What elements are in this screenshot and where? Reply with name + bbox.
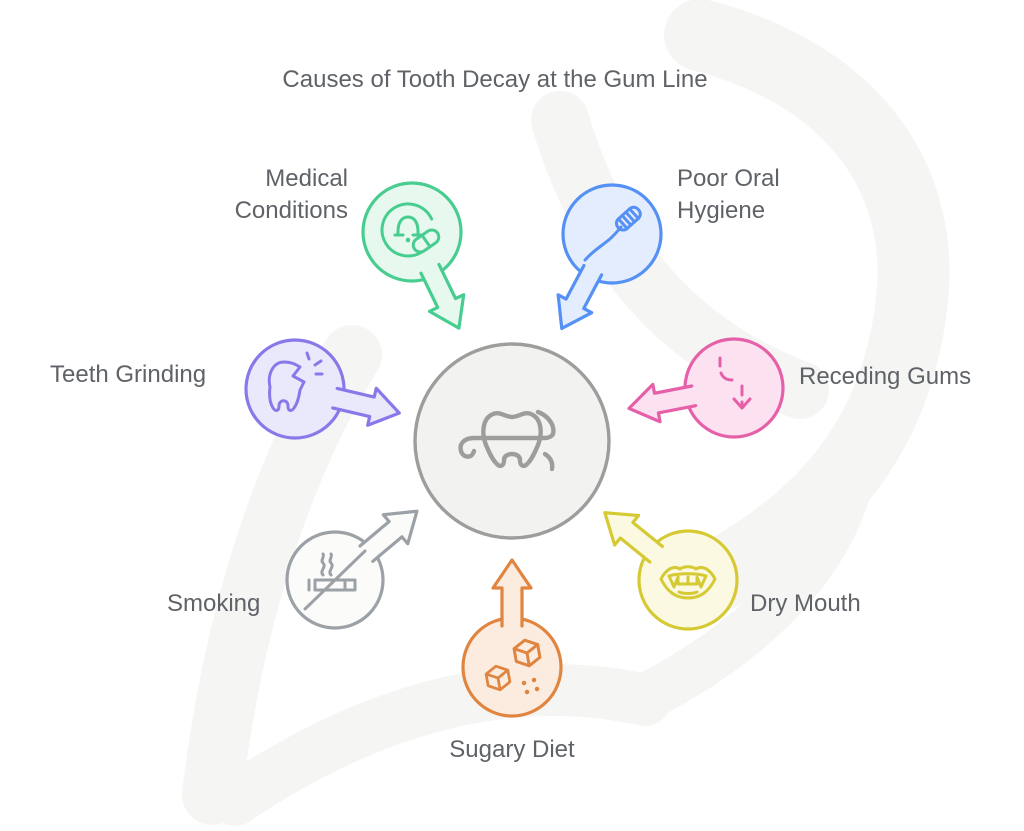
cracked-tooth-icon <box>267 351 324 412</box>
item-dry-mouth <box>603 511 739 631</box>
toothbrush-icon <box>583 205 642 262</box>
label-teeth-grinding: Teeth Grinding <box>50 361 207 388</box>
label-sugary-diet: Sugary Diet <box>449 736 575 763</box>
center-hub <box>413 342 611 540</box>
arrow-to-center <box>419 262 466 330</box>
label-poor-oral-hygiene: Poor Oral Hygiene <box>677 165 780 224</box>
item-receding-gums <box>627 337 785 439</box>
arrow-to-center <box>627 382 698 424</box>
label-smoking: Smoking <box>167 590 261 617</box>
item-poor-oral-hygiene <box>556 183 663 331</box>
arrow-to-center <box>331 386 401 427</box>
item-sugary-diet <box>461 558 563 718</box>
arrow-to-center <box>603 511 665 564</box>
page-title: Causes of Tooth Decay at the Gum Line <box>282 66 708 93</box>
arrow-to-center <box>358 509 419 563</box>
poor-oral-hygiene-circle <box>561 183 663 285</box>
receding-gums-circle <box>683 337 785 439</box>
bell-pill-icon <box>380 202 441 258</box>
gum-recession-arrow-icon <box>718 356 752 410</box>
item-teeth-grinding <box>244 338 401 440</box>
tooth-gum-line-icon <box>458 409 556 472</box>
center-circle <box>413 342 611 540</box>
arrow-to-center <box>556 263 604 331</box>
item-medical-conditions <box>361 181 466 330</box>
dry-mouth-icon <box>659 565 717 600</box>
label-receding-gums: Receding Gums <box>799 363 972 390</box>
label-medical-conditions: Medical Conditions <box>234 165 348 224</box>
arrow-to-center <box>491 558 533 628</box>
no-smoking-icon <box>303 549 367 611</box>
label-dry-mouth: Dry Mouth <box>750 590 861 617</box>
sugary-diet-circle <box>461 616 563 718</box>
sugar-cubes-icon <box>484 638 542 695</box>
medical-conditions-circle <box>361 181 463 283</box>
item-smoking <box>285 509 419 630</box>
